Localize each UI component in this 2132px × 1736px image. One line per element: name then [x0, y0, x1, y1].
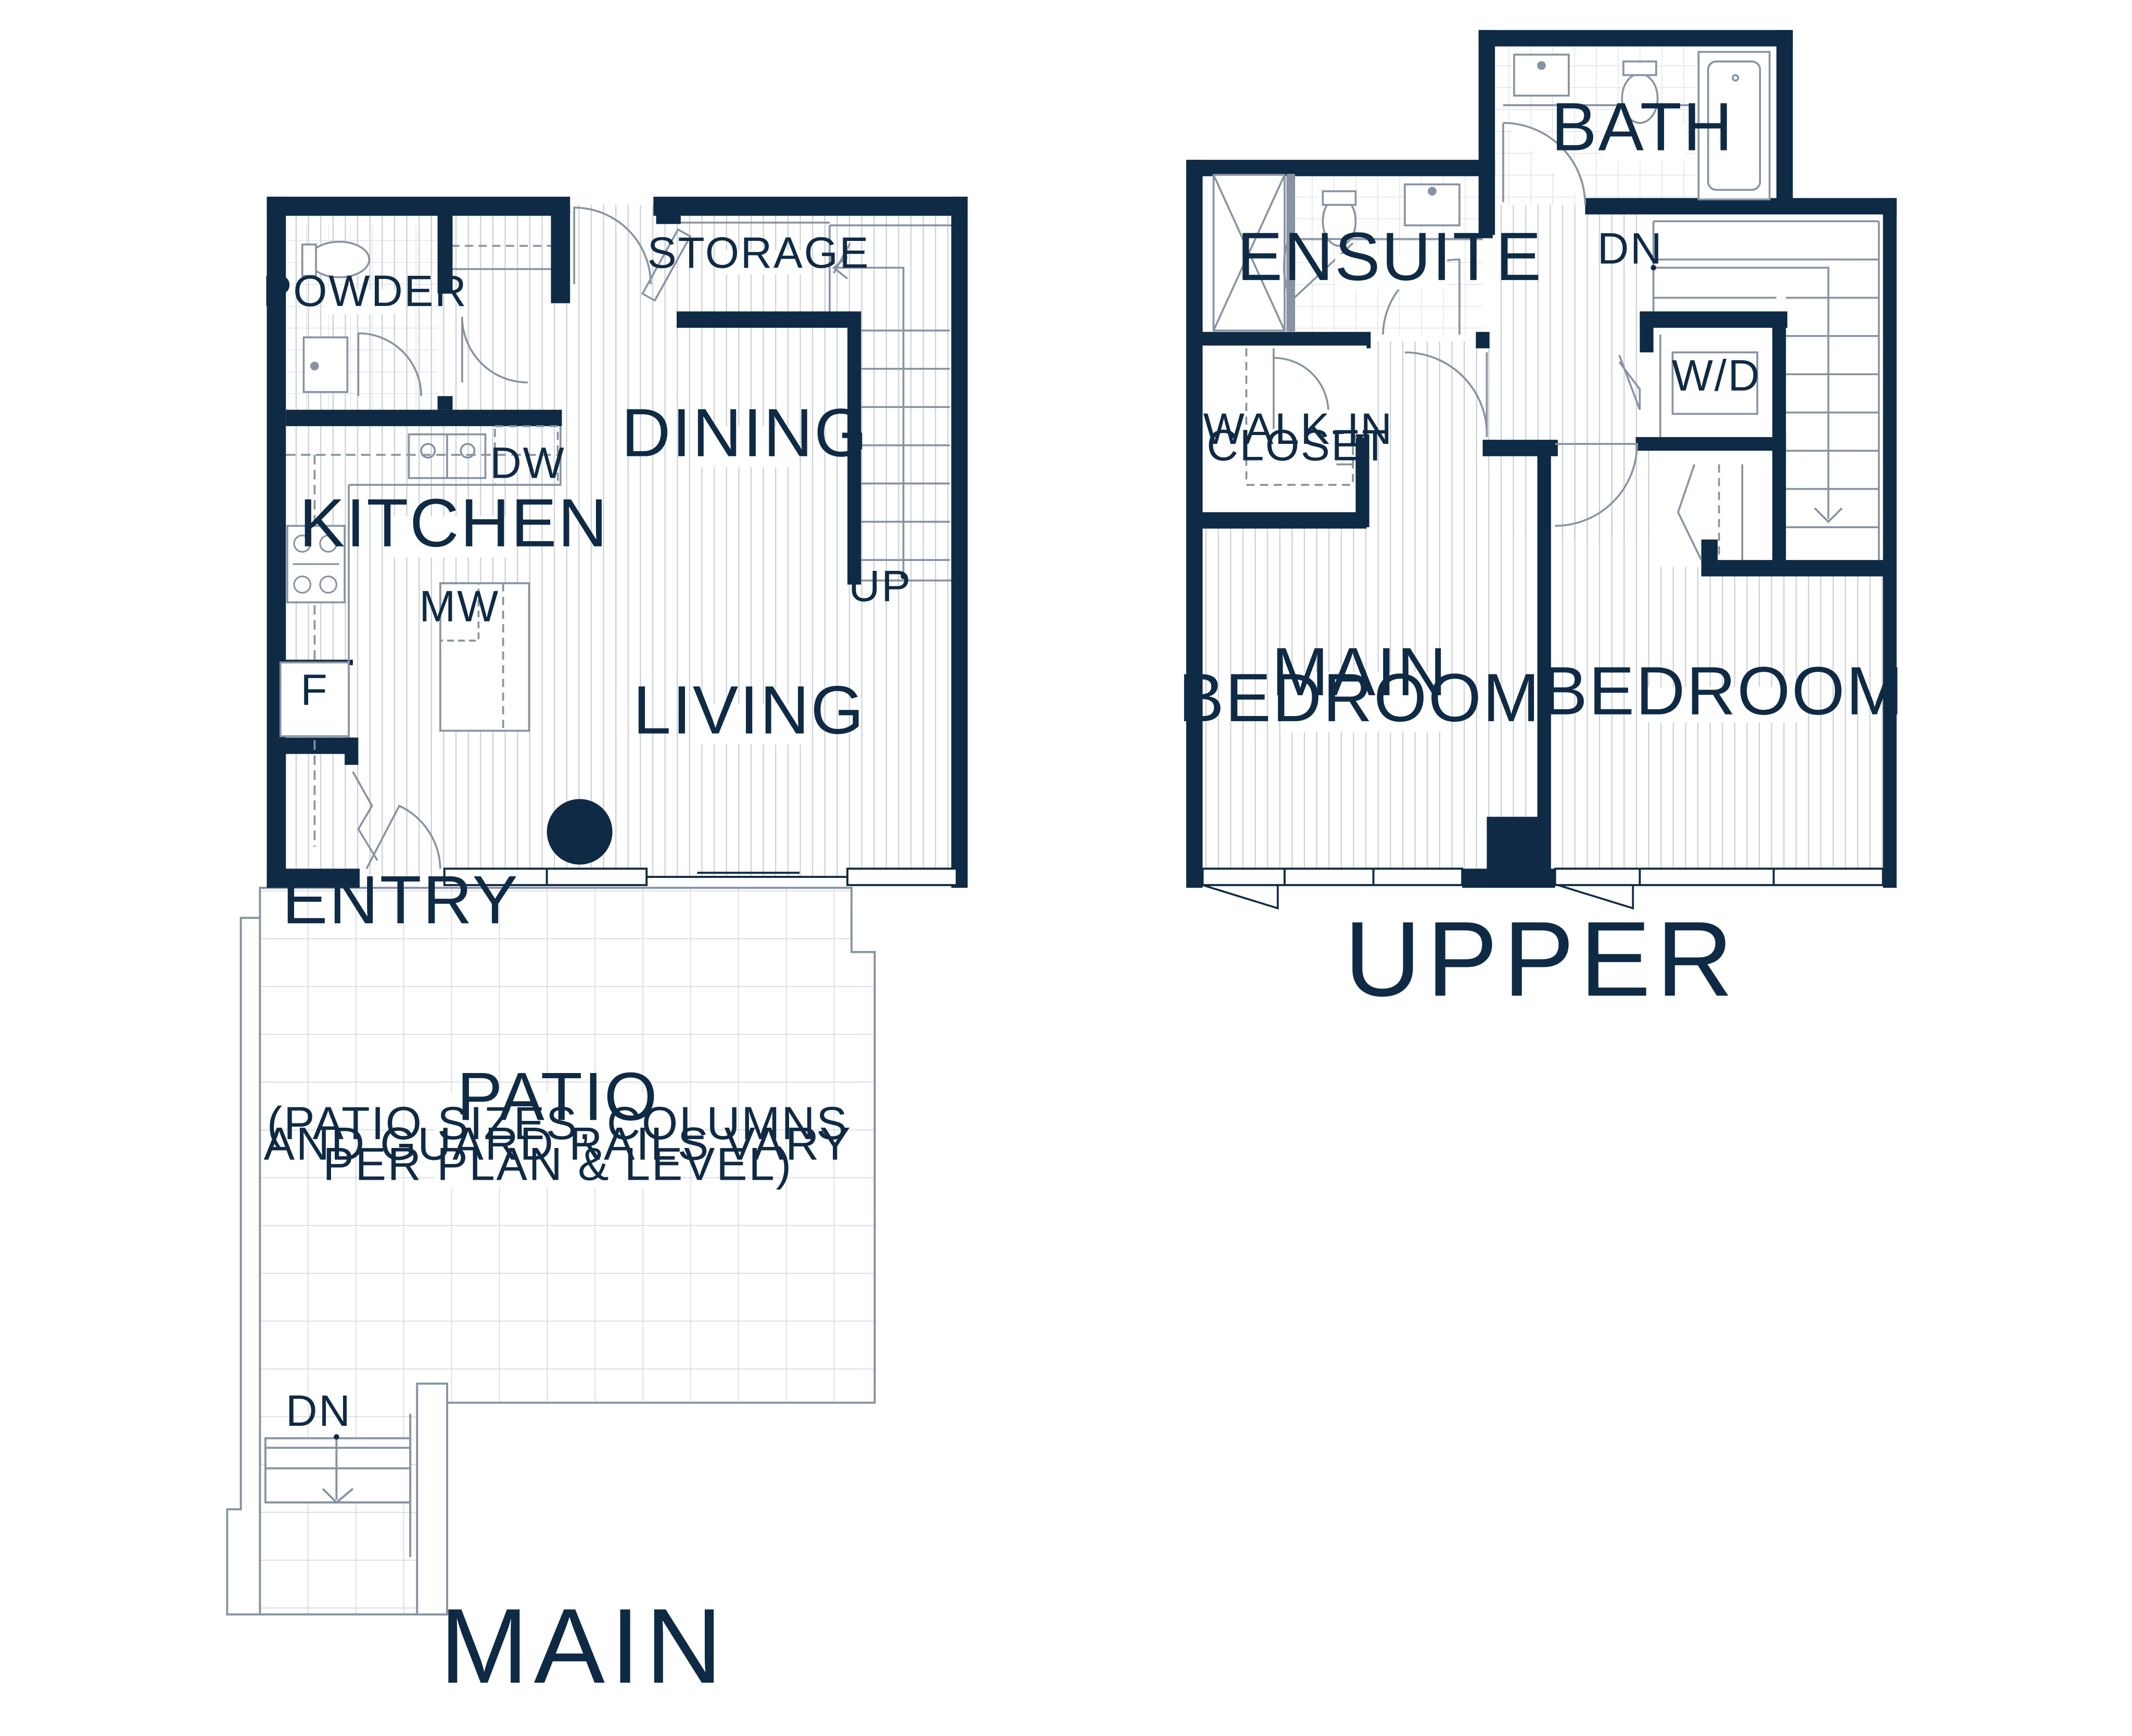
- main-doors: [352, 207, 851, 870]
- main-level: POWDER STORAGE DINING KITCHEN LIVING ENT…: [226, 196, 968, 1706]
- walkin-label-line-2: CLOSET: [1207, 421, 1390, 470]
- main-walls: [266, 196, 968, 888]
- dining-label: DINING: [621, 394, 869, 471]
- upper-level: BATH ENSUITE WALK-IN CLOSET MAIN BEDROOM…: [1178, 30, 1904, 1018]
- patio-label: PATIO: [457, 1058, 658, 1134]
- ensuite-fixtures: [1212, 174, 1483, 335]
- main-bedroom-label-line-2: BEDROOM: [1178, 659, 1541, 736]
- powder-label: POWDER: [263, 266, 468, 315]
- patio-note-line-1: (PATIO SIZES, COLUMNS: [267, 1097, 849, 1149]
- main-stairs: [832, 256, 950, 579]
- bath-label: BATH: [1551, 88, 1734, 165]
- microwave-label: MW: [419, 582, 499, 631]
- entry-label: ENTRY: [282, 861, 519, 938]
- ensuite-label: ENSUITE: [1237, 218, 1543, 295]
- structural-column: [547, 799, 613, 865]
- patio-note-line-3: PER PLAN & LEVEL): [323, 1138, 792, 1190]
- patio-stairs-down-label: DN: [286, 1386, 352, 1435]
- bath-fixtures: [1502, 50, 1771, 205]
- kitchen-label: KITCHEN: [299, 484, 608, 561]
- washer-dryer: [1618, 335, 1758, 437]
- washer-dryer-label: W/D: [1672, 351, 1761, 400]
- range-burners: [293, 534, 339, 594]
- upper-walls: [1186, 30, 1897, 888]
- bedroom-closet: [1677, 464, 1744, 560]
- upper-level-title: UPPER: [1344, 900, 1738, 1018]
- bedroom-label: BEDROOM: [1542, 653, 1904, 729]
- living-label: LIVING: [633, 671, 865, 748]
- main-bedroom-label-line-1: MAIN: [1272, 633, 1448, 710]
- upper-stairs: [1651, 220, 1880, 560]
- walkin-label-line-1: WALK-IN: [1203, 404, 1393, 453]
- dishwasher-label: DW: [490, 439, 565, 488]
- stairs-down-label: DN: [1597, 224, 1664, 273]
- patio-area: [226, 887, 876, 1616]
- patio-stairs: [259, 1413, 412, 1558]
- main-level-title: MAIN: [440, 1587, 728, 1706]
- powder-fixtures: [301, 240, 371, 393]
- storage-label: STORAGE: [648, 228, 870, 277]
- fridge-label: F: [300, 665, 328, 714]
- upper-balcony-doors: [1202, 884, 1634, 910]
- stairs-up-label: UP: [848, 561, 912, 610]
- patio-note-line-2: AND GUARD RAILS VARY: [264, 1117, 852, 1169]
